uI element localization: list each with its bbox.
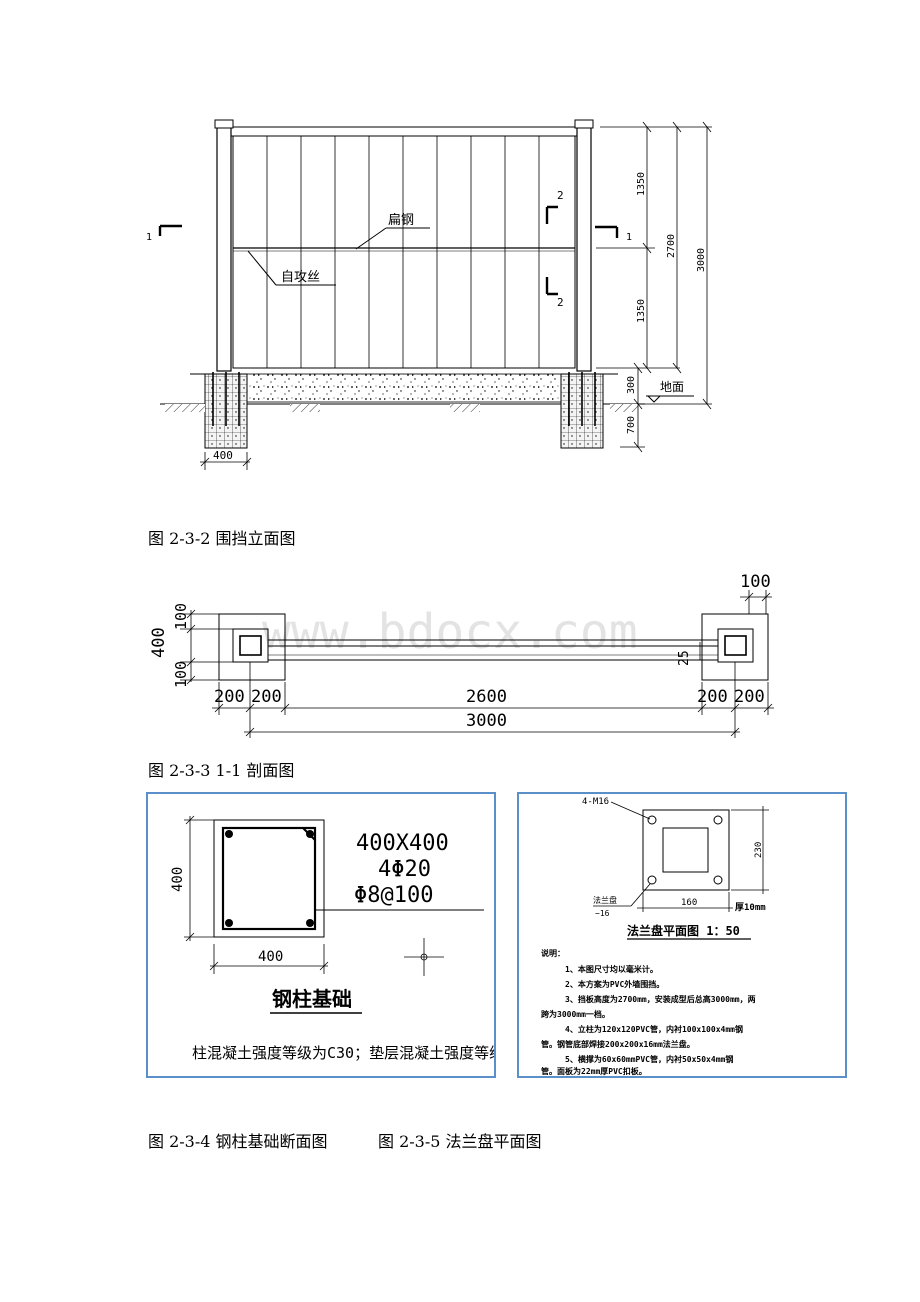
dim-25: 25 [677,650,692,666]
section-2-bottom: 2 [557,296,564,309]
flange-note-2: 2、本方案为PVC外墙围挡。 [565,979,664,989]
spec-stirrup: Φ8@100 [354,883,433,908]
dim-left-100a: 100 [172,603,190,630]
flange-thickness: 厚10mm [735,902,766,913]
dim-400: 400 [213,449,233,462]
flange-note-6: 管。钢管底部焊接200x200x16mm法兰盘。 [541,1039,695,1049]
section-1-left: 1 [146,232,152,243]
flange-note-4: 跨为3000mm一档。 [541,1009,610,1019]
dim-1350-bottom: 1350 [636,299,647,323]
watermark: www.bdocx.com [262,604,638,660]
bolt-label: 4-M16 [582,797,609,807]
dim-1350-top: 1350 [636,172,647,196]
dim-700: 700 [626,416,637,434]
caption-fig-2-3-2: 图 2-3-2 围挡立面图 [148,529,296,548]
spec-rebar: 4Φ20 [378,857,431,882]
dim-3000: 3000 [696,248,707,272]
dim-3000-section: 3000 [466,711,507,731]
caption-fig-2-3-4: 图 2-3-4 钢柱基础断面图 [148,1132,328,1151]
dim-230: 230 [754,842,764,858]
dim-100-top: 100 [740,572,771,592]
dim-2700: 2700 [666,234,677,258]
dim-200-4: 200 [734,687,765,707]
plate-label: 法兰盘 [593,895,617,905]
dim-200-2: 200 [251,687,282,707]
dim-2600: 2600 [466,687,507,707]
ground-label: 地面 [660,380,684,394]
foundation-note: 柱混凝土强度等级为C30；垫层混凝土强度等级为C15. [192,1044,494,1062]
flange-panel: 4-M16 230 160 法兰盘 −16 厚10mm 法兰盘平面图 1：50 … [517,792,847,1078]
screw-label: 自攻丝 [281,270,320,285]
foundation-dim-400-h: 400 [258,949,283,965]
dim-160: 160 [681,898,697,908]
foundation-dim-400-v: 400 [170,867,186,892]
section-2-top: 2 [557,189,564,202]
dim-left-100b: 100 [172,661,190,688]
flange-note-1: 1、本图尺寸均以毫米计。 [565,964,658,974]
flange-note-8: 管。面板为22mm厚PVC扣板。 [541,1066,647,1076]
foundation-panel: 400 400 400X400 4Φ20 Φ8@100 钢柱基础 柱混凝土强度等… [146,792,555,1078]
dim-200-3: 200 [697,687,728,707]
flange-note-5: 4、立柱为120x120PVC管，内衬100x100x4mm钢 [565,1024,743,1034]
section-1-right: 1 [626,232,632,243]
dim-300: 300 [626,376,637,394]
flange-title: 法兰盘平面图 1：50 [627,923,740,938]
flange-plan-drawing: 4-M16 230 160 法兰盘 −16 厚10mm 法兰盘平面图 1：50 … [541,797,769,1076]
caption-fig-2-3-3: 图 2-3-3 1-1 剖面图 [148,761,295,780]
spec-size: 400X400 [356,831,449,856]
caption-fig-2-3-5: 图 2-3-5 法兰盘平面图 [378,1132,542,1151]
foundation-title: 钢柱基础 [272,987,352,1011]
flange-note-3: 3、挡板高度为2700mm，安装成型后总高3000mm，两 [565,994,756,1004]
dim-200-1: 200 [214,687,245,707]
foundation-section-drawing: 400 400 400X400 4Φ20 Φ8@100 钢柱基础 柱混凝土强度等… [170,815,555,1062]
fence-elevation-drawing: 扁钢 自攻丝 1 1 2 2 地面 1350 [146,119,712,470]
plate-thk: −16 [595,909,610,918]
flange-notes-head: 说明： [541,948,565,958]
flange-note-7: 5、横撑为60x60mmPVC管，内衬50x50x4mm钢 [565,1054,733,1064]
dim-left-400: 400 [149,627,169,658]
section-1-1-drawing: www.bdocx.com 100 25 100 400 100 [149,572,774,738]
flat-steel-label: 扁钢 [388,213,414,228]
